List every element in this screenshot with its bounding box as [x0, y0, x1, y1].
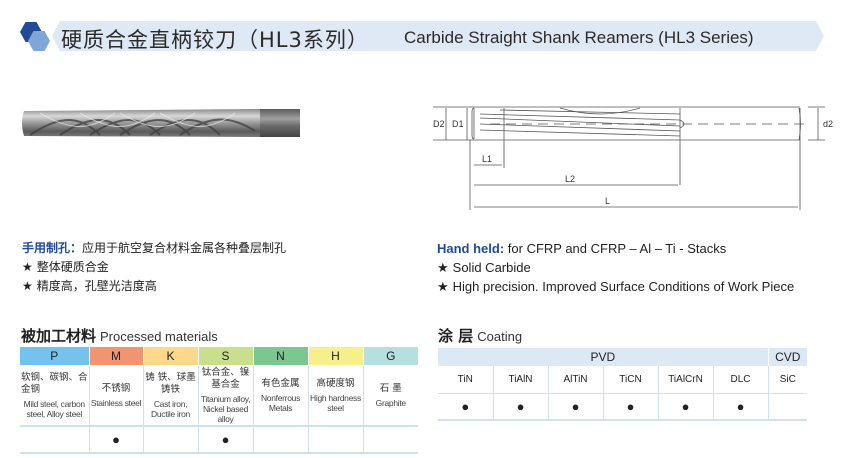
suitability-dot-icon: ●: [198, 426, 254, 454]
suitability-dot-icon: ●: [603, 393, 659, 421]
coating-name: DLC: [713, 366, 769, 394]
coating-title-en: Coating: [477, 329, 523, 344]
suitability-dot-icon: [143, 426, 199, 454]
materials-title-cn: 被加工材料: [21, 327, 97, 345]
material-name-cn: 钛合金、镍基合金: [201, 366, 250, 390]
suitability-dot-icon: [308, 426, 364, 454]
suitability-dot-icon: ●: [658, 393, 714, 421]
material-name-en: Titanium alloy, Nickel based alloy: [200, 393, 251, 424]
material-cell: 软钢、碳钢、合金钢 Mild steel, carbon steel, Allo…: [20, 365, 90, 427]
label-D1: D1: [452, 119, 464, 129]
reamer-dimension-drawing: D2 D1 d2 L1 L2 L: [433, 106, 833, 210]
material-cell: 铸 铁、球墨铸铁 Cast iron, Ductile iron: [143, 365, 199, 427]
suitability-dot-icon: ●: [548, 393, 604, 421]
material-name-cn: 石 墨: [379, 382, 402, 394]
material-code-M: M: [89, 347, 144, 365]
material-name-cn: 不锈钢: [101, 382, 131, 394]
star-icon: ★: [437, 279, 449, 294]
feature-item: ★High precision. Improved Surface Condit…: [437, 277, 794, 296]
material-name-en: Graphite: [375, 397, 407, 408]
coating-table: PVD CVD TiN TiAlN AlTiN TiCN TiAlCrN DLC…: [438, 348, 808, 421]
label-L1: L1: [482, 154, 492, 164]
application-text-cn: 应用于航空复合材料金属各种叠层制孔: [82, 241, 287, 255]
star-icon: ★: [437, 260, 449, 275]
application-lead-en: Hand held:: [437, 241, 505, 256]
suitability-dot-icon: ●: [493, 393, 549, 421]
material-cell: 高硬度钢 High hardness steel: [308, 365, 364, 427]
coating-name: TiAlCrN: [658, 366, 714, 394]
material-name-cn: 高硬度钢: [316, 377, 355, 389]
suitability-dot-icon: [363, 426, 418, 454]
star-icon: ★: [22, 279, 33, 293]
label-D2: D2: [433, 119, 445, 129]
suitability-dot-icon: [20, 426, 90, 454]
material-name-en: Cast iron, Ductile iron: [151, 398, 190, 419]
coating-name: TiN: [438, 366, 494, 394]
material-code-P: P: [20, 347, 90, 365]
coating-group-row: PVD CVD: [438, 348, 808, 366]
material-cell: 钛合金、镍基合金 Titanium alloy, Nickel based al…: [198, 365, 254, 427]
materials-table: P M K S N H G 软钢、碳钢、合金钢 Mild steel, carb…: [20, 347, 418, 454]
materials-suitability-row: ● ●: [20, 426, 418, 454]
material-name-cn: 有色金属: [261, 377, 300, 389]
material-code-N: N: [253, 347, 309, 365]
materials-description-row: 软钢、碳钢、合金钢 Mild steel, carbon steel, Allo…: [20, 365, 418, 427]
page-title-en: Carbide Straight Shank Reamers (HL3 Seri…: [404, 28, 754, 47]
feature-text: Solid Carbide: [452, 260, 531, 275]
coating-name: TiCN: [603, 366, 659, 394]
material-name-en: High hardness steel: [310, 392, 361, 413]
feature-text: High precision. Improved Surface Conditi…: [452, 279, 795, 294]
material-name-cn: 软钢、碳钢、合金钢: [21, 371, 88, 395]
feature-text: 精度高，孔壁光洁度高: [36, 279, 157, 293]
page-header: 硬质合金直柄铰刀（HL3系列） Carbide Straight Shank R…: [0, 18, 851, 54]
material-cell: 不锈钢 Stainless steel: [89, 365, 144, 427]
material-code-K: K: [143, 347, 199, 365]
feature-text: 整体硬质合金: [36, 260, 109, 274]
label-L: L: [605, 196, 610, 206]
title-banner: [52, 21, 824, 51]
material-cell: 石 墨 Graphite: [363, 365, 418, 427]
star-icon: ★: [22, 260, 33, 274]
feature-item: ★整体硬质合金: [22, 258, 286, 277]
materials-header-row: P M K S N H G: [20, 347, 418, 365]
suitability-dot-icon: ●: [438, 393, 494, 421]
material-cell: 有色金属 Nonferrous Metals: [253, 365, 309, 427]
coating-name: AlTiN: [548, 366, 604, 394]
application-text-en: for CFRP and CFRP – Al – Ti - Stacks: [504, 241, 727, 256]
suitability-dot-icon: ●: [89, 426, 144, 454]
reamer-product-photo: [22, 109, 300, 137]
coating-name: TiAlN: [493, 366, 549, 394]
feature-item: ★精度高，孔壁光洁度高: [22, 277, 286, 296]
material-code-H: H: [308, 347, 364, 365]
label-d2: d2: [823, 119, 833, 129]
suitability-dot-icon: [253, 426, 309, 454]
description-cn: 手用制孔：应用于航空复合材料金属各种叠层制孔 ★整体硬质合金 ★精度高，孔壁光洁…: [22, 239, 286, 296]
coating-suitability-row: ● ● ● ● ● ●: [438, 393, 808, 421]
hexagon-logo-icon-secondary: [28, 31, 50, 51]
coating-name: SiC: [768, 366, 808, 394]
coating-group-cvd: CVD: [768, 348, 808, 366]
label-L2: L2: [565, 174, 575, 184]
material-name-en: Mild steel, carbon steel, Alloy steel: [23, 398, 86, 419]
material-name-en: Stainless steel: [90, 397, 142, 408]
materials-title-en: Processed materials: [100, 329, 218, 344]
coating-names-row: TiN TiAlN AlTiN TiCN TiAlCrN DLC SiC: [438, 366, 808, 394]
suitability-dot-icon: ●: [713, 393, 769, 421]
description-en: Hand held: for CFRP and CFRP – Al – Ti -…: [437, 239, 794, 296]
feature-item: ★Solid Carbide: [437, 258, 794, 277]
suitability-dot-icon: [768, 393, 808, 421]
material-name-en: Nonferrous Metals: [260, 392, 301, 413]
coating-title-cn: 涂 层: [438, 327, 474, 345]
material-code-S: S: [198, 347, 254, 365]
coating-group-pvd: PVD: [438, 348, 769, 366]
page-title-cn: 硬质合金直柄铰刀（HL3系列）: [61, 28, 369, 52]
material-code-G: G: [363, 347, 418, 365]
material-name-cn: 铸 铁、球墨铸铁: [145, 371, 196, 395]
application-lead-cn: 手用制孔：: [22, 241, 83, 255]
